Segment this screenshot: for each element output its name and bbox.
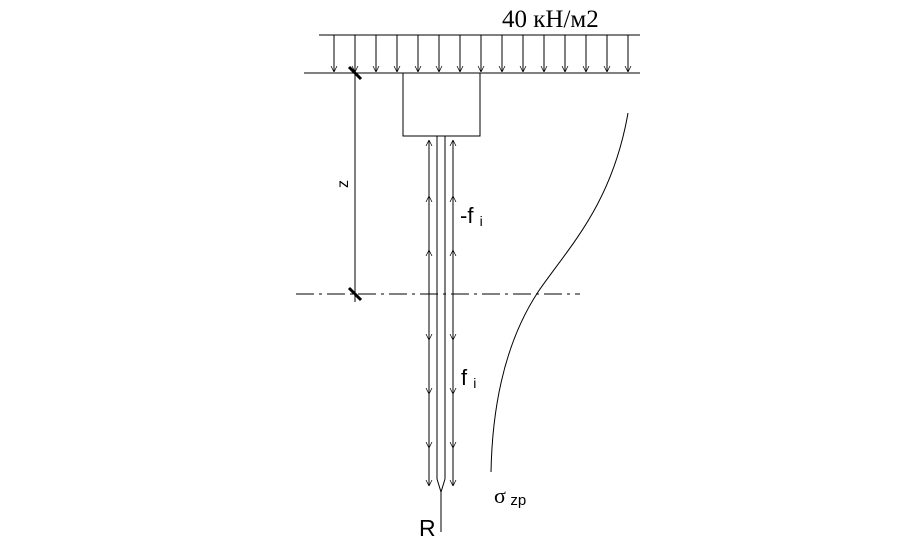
pile-cap [402,72,481,137]
negative-friction-subscript: i [480,213,483,229]
pile-shaft [436,136,446,532]
stress-subscript: zp [510,492,526,509]
positive-friction-subscript: i [473,375,476,391]
negative-friction-label: -f i [460,203,483,229]
positive-friction-letter: f [461,365,468,390]
load-arrows [334,35,628,72]
stress-label: σ zp [494,483,526,509]
positive-friction-label: f i [461,365,476,391]
pile-tip [436,478,446,494]
dimension-label: z [335,180,352,188]
distributed-load [319,34,640,72]
tip-resistance-label: R [419,515,436,541]
negative-friction-sign: -f [460,203,474,228]
load-label: 40 кН/м2 [502,6,599,33]
dimension-tick-bottom [347,286,363,302]
friction-arrows [429,140,453,486]
stress-symbol: σ [494,483,506,508]
stress-curve [490,112,629,473]
dimension-tick-top [347,65,363,81]
dimension-z: z [335,65,363,302]
